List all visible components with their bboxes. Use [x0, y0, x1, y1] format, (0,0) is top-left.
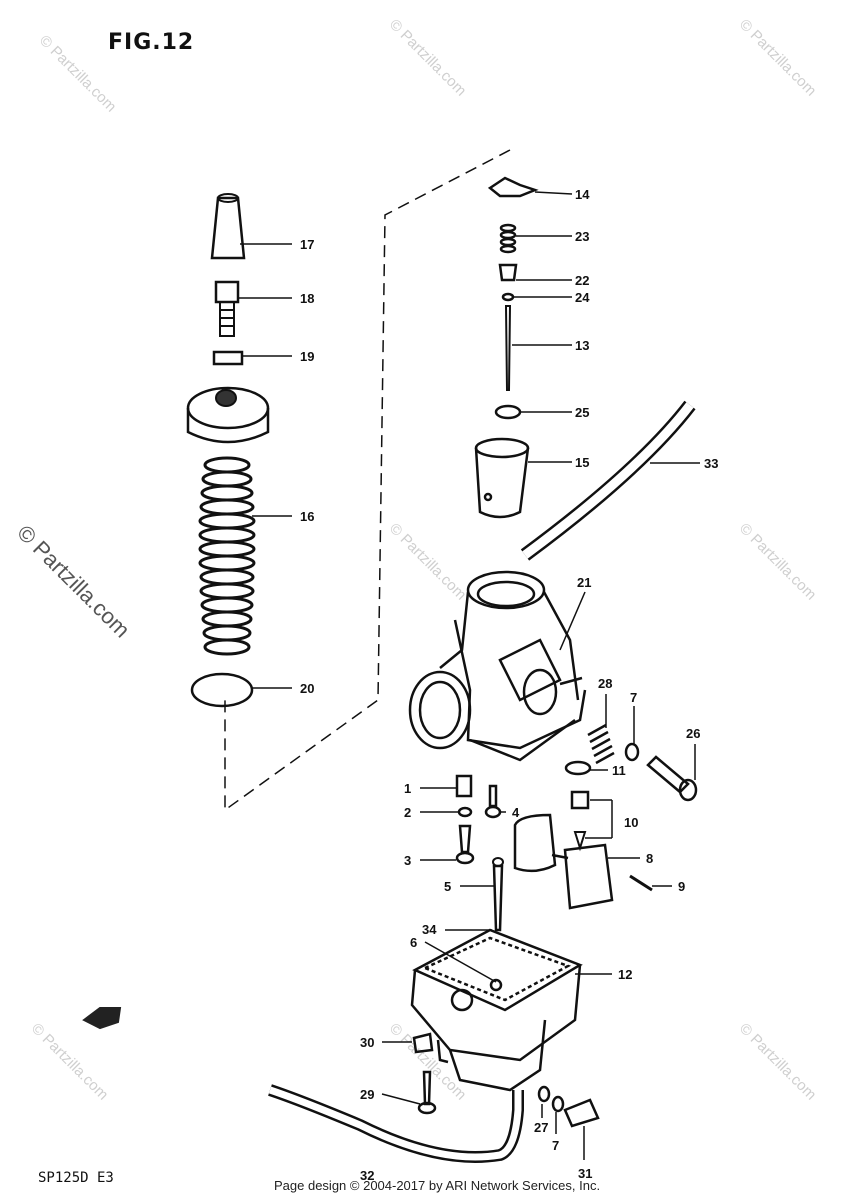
- small-washer: [457, 806, 473, 818]
- callout-32: 32: [360, 1168, 374, 1183]
- throttle-valve: [474, 437, 530, 519]
- callout-33: 33: [704, 456, 718, 471]
- assembly-guide-line: [224, 149, 511, 812]
- callout-7: 7: [630, 690, 637, 705]
- drain-washer: [537, 1085, 551, 1103]
- callout-7-lower: 7: [552, 1138, 559, 1153]
- callout-23: 23: [575, 229, 589, 244]
- callout-11: 11: [612, 763, 626, 778]
- float-chamber: [410, 928, 583, 1092]
- callout-13: 13: [575, 338, 589, 353]
- callout-19: 19: [300, 349, 314, 364]
- callout-22: 22: [575, 273, 589, 288]
- callout-17: 17: [300, 237, 314, 252]
- callout-26: 26: [686, 726, 700, 741]
- callout-16: 16: [300, 509, 314, 524]
- washer-lower: [551, 1095, 565, 1113]
- callout-28: 28: [598, 676, 612, 691]
- jet-holder: [455, 774, 473, 798]
- main-jet-holder: [492, 864, 504, 932]
- callout-18: 18: [300, 291, 314, 306]
- carburetor-body: [408, 570, 587, 762]
- needle-retainer: [498, 263, 518, 282]
- callout-9: 9: [678, 879, 685, 894]
- callout-20: 20: [300, 681, 314, 696]
- lock-nut: [212, 350, 244, 366]
- callout-10: 10: [624, 815, 638, 830]
- callout-6: 6: [410, 935, 417, 950]
- drain-screw: [563, 1098, 600, 1128]
- washer: [624, 742, 640, 762]
- callout-34: 34: [422, 922, 437, 937]
- pilot-jet: [488, 784, 498, 808]
- jet-needle: [504, 305, 512, 391]
- callout-8: 8: [646, 851, 653, 866]
- callout-4: 4: [512, 805, 520, 820]
- callout-25: 25: [575, 405, 589, 420]
- throttle-spring: [198, 456, 256, 656]
- callout-24: 24: [575, 290, 590, 305]
- e-ring: [501, 292, 515, 302]
- callout-27: 27: [534, 1120, 548, 1135]
- callout-1: 1: [404, 781, 411, 796]
- float: [513, 813, 614, 910]
- pilot-screw-spring: [587, 723, 615, 765]
- needle-clip-plate: [487, 176, 539, 198]
- callout-15: 15: [575, 455, 589, 470]
- callout-30: 30: [360, 1035, 374, 1050]
- needle-jet: [458, 824, 472, 854]
- figure-title: FIG.12: [108, 30, 195, 55]
- o-ring-small: [564, 760, 592, 776]
- drain-nut: [412, 1032, 434, 1054]
- callout-31: 31: [578, 1166, 592, 1181]
- callout-14: 14: [575, 187, 590, 202]
- front-arrow-icon: [82, 1007, 122, 1030]
- needle-spring: [499, 223, 517, 254]
- o-ring: [190, 672, 254, 708]
- footer-copyright: Page design © 2004-2017 by ARI Network S…: [274, 1178, 601, 1193]
- needle-valve: [570, 790, 590, 810]
- callout-29: 29: [360, 1087, 374, 1102]
- model-code: SP125D E3: [38, 1170, 114, 1186]
- cable-adjuster: [214, 280, 240, 304]
- callout-3: 3: [404, 853, 411, 868]
- callout-21: 21: [577, 575, 591, 590]
- needle-washer: [494, 404, 522, 420]
- rubber-cap: [210, 196, 246, 260]
- throttle-stop-screw: [646, 755, 690, 794]
- callout-5: 5: [444, 879, 451, 894]
- callout-2: 2: [404, 805, 411, 820]
- float-pin: [629, 874, 653, 892]
- callout-12: 12: [618, 967, 632, 982]
- bowl-screw: [422, 1070, 432, 1106]
